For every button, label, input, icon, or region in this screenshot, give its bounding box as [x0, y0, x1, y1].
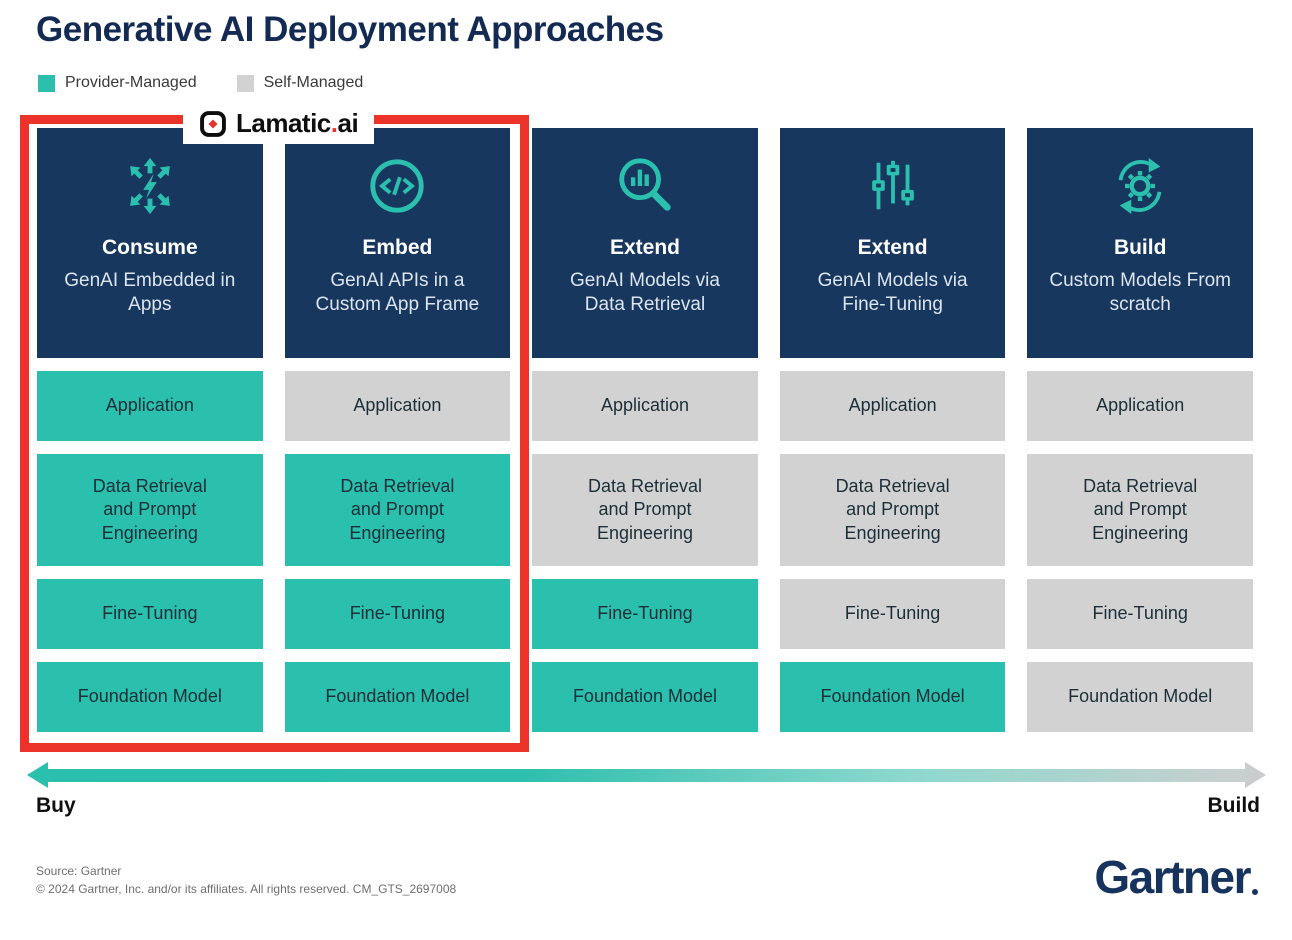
matrix-cell: Foundation Model: [779, 662, 1006, 732]
matrix-cell: Foundation Model: [1027, 662, 1253, 732]
arrow-right-head-icon: [1245, 762, 1266, 788]
source-line: Source: Gartner: [36, 864, 122, 878]
self-swatch-icon: [236, 74, 254, 92]
column-title: Build: [1113, 236, 1167, 259]
column-header-build: Build Custom Models From scratch: [1027, 128, 1253, 358]
column-header-extend-retrieval: Extend GenAI Models via Data Retrieval: [532, 128, 758, 358]
column-title: Consume: [101, 236, 198, 259]
matrix-cell: Foundation Model: [284, 662, 511, 732]
gartner-wordmark: Gartner: [1094, 851, 1251, 903]
arrow-left-head-icon: [27, 762, 48, 788]
code-circle-icon: [366, 148, 428, 224]
axis-label-build: Build: [1207, 794, 1261, 817]
matrix-cell: Fine-Tuning: [1027, 579, 1253, 649]
copyright-line: © 2024 Gartner, Inc. and/or its affiliat…: [36, 882, 457, 896]
matrix-cell: Data Retrieval and Prompt Engineering: [1027, 454, 1253, 566]
matrix-cell: Fine-Tuning: [779, 579, 1006, 649]
gartner-logo: Gartner: [1094, 850, 1258, 904]
column-subtitle: Custom Models From scratch: [1049, 270, 1231, 316]
column-header-extend-finetune: Extend GenAI Models via Fine-Tuning: [779, 128, 1006, 358]
page-title: Generative AI Deployment Approaches: [36, 10, 664, 49]
lamatic-logo-icon: [199, 110, 227, 138]
matrix-cell: Application: [1027, 371, 1253, 441]
legend-item-self: Self-Managed: [236, 74, 364, 92]
matrix-cell: Data Retrieval and Prompt Engineering: [37, 454, 263, 566]
matrix-cell: Foundation Model: [532, 662, 758, 732]
legend-item-provider: Provider-Managed: [38, 74, 197, 92]
sliders-icon: [862, 148, 924, 224]
matrix-cell: Data Retrieval and Prompt Engineering: [779, 454, 1006, 566]
column-subtitle: GenAI Models via Data Retrieval: [570, 270, 720, 316]
column-subtitle: GenAI Models via Fine-Tuning: [817, 270, 968, 316]
gear-cycle-icon: [1109, 148, 1171, 224]
matrix-cell: Application: [284, 371, 511, 441]
provider-swatch-icon: [38, 74, 55, 92]
lamatic-brand-name: Lamatic.ai: [236, 108, 359, 138]
column-title: Extend: [857, 236, 928, 259]
deployment-matrix: Consume GenAI Embedded in Apps Embed Gen…: [37, 128, 1253, 732]
matrix-cell: Data Retrieval and Prompt Engineering: [532, 454, 758, 566]
source-note: Source: Gartner © 2024 Gartner, Inc. and…: [36, 862, 456, 898]
matrix-cell: Foundation Model: [37, 662, 263, 732]
buy-build-gradient-arrow: [46, 769, 1246, 782]
registered-mark-icon: [1252, 889, 1258, 895]
axis-label-buy: Buy: [36, 794, 76, 817]
matrix-cell: Fine-Tuning: [532, 579, 758, 649]
legend: Provider-Managed Self-Managed: [38, 74, 363, 92]
search-chart-icon: [614, 148, 676, 224]
legend-label: Self-Managed: [263, 74, 364, 91]
matrix-cell: Fine-Tuning: [37, 579, 263, 649]
matrix-cell: Application: [37, 371, 263, 441]
column-header-consume: Consume GenAI Embedded in Apps: [37, 128, 263, 358]
column-title: Embed: [362, 236, 433, 259]
matrix-cell: Data Retrieval and Prompt Engineering: [284, 454, 511, 566]
column-header-embed: Embed GenAI APIs in a Custom App Frame: [284, 128, 511, 358]
matrix-cell: Application: [532, 371, 758, 441]
lamatic-brand-badge: Lamatic.ai: [183, 103, 375, 144]
legend-label: Provider-Managed: [65, 74, 197, 91]
matrix-cell: Fine-Tuning: [284, 579, 511, 649]
column-subtitle: GenAI APIs in a Custom App Frame: [315, 270, 480, 316]
column-title: Extend: [609, 236, 680, 259]
spread-arrows-icon: [119, 148, 181, 224]
column-subtitle: GenAI Embedded in Apps: [64, 270, 236, 316]
matrix-cell: Application: [779, 371, 1006, 441]
